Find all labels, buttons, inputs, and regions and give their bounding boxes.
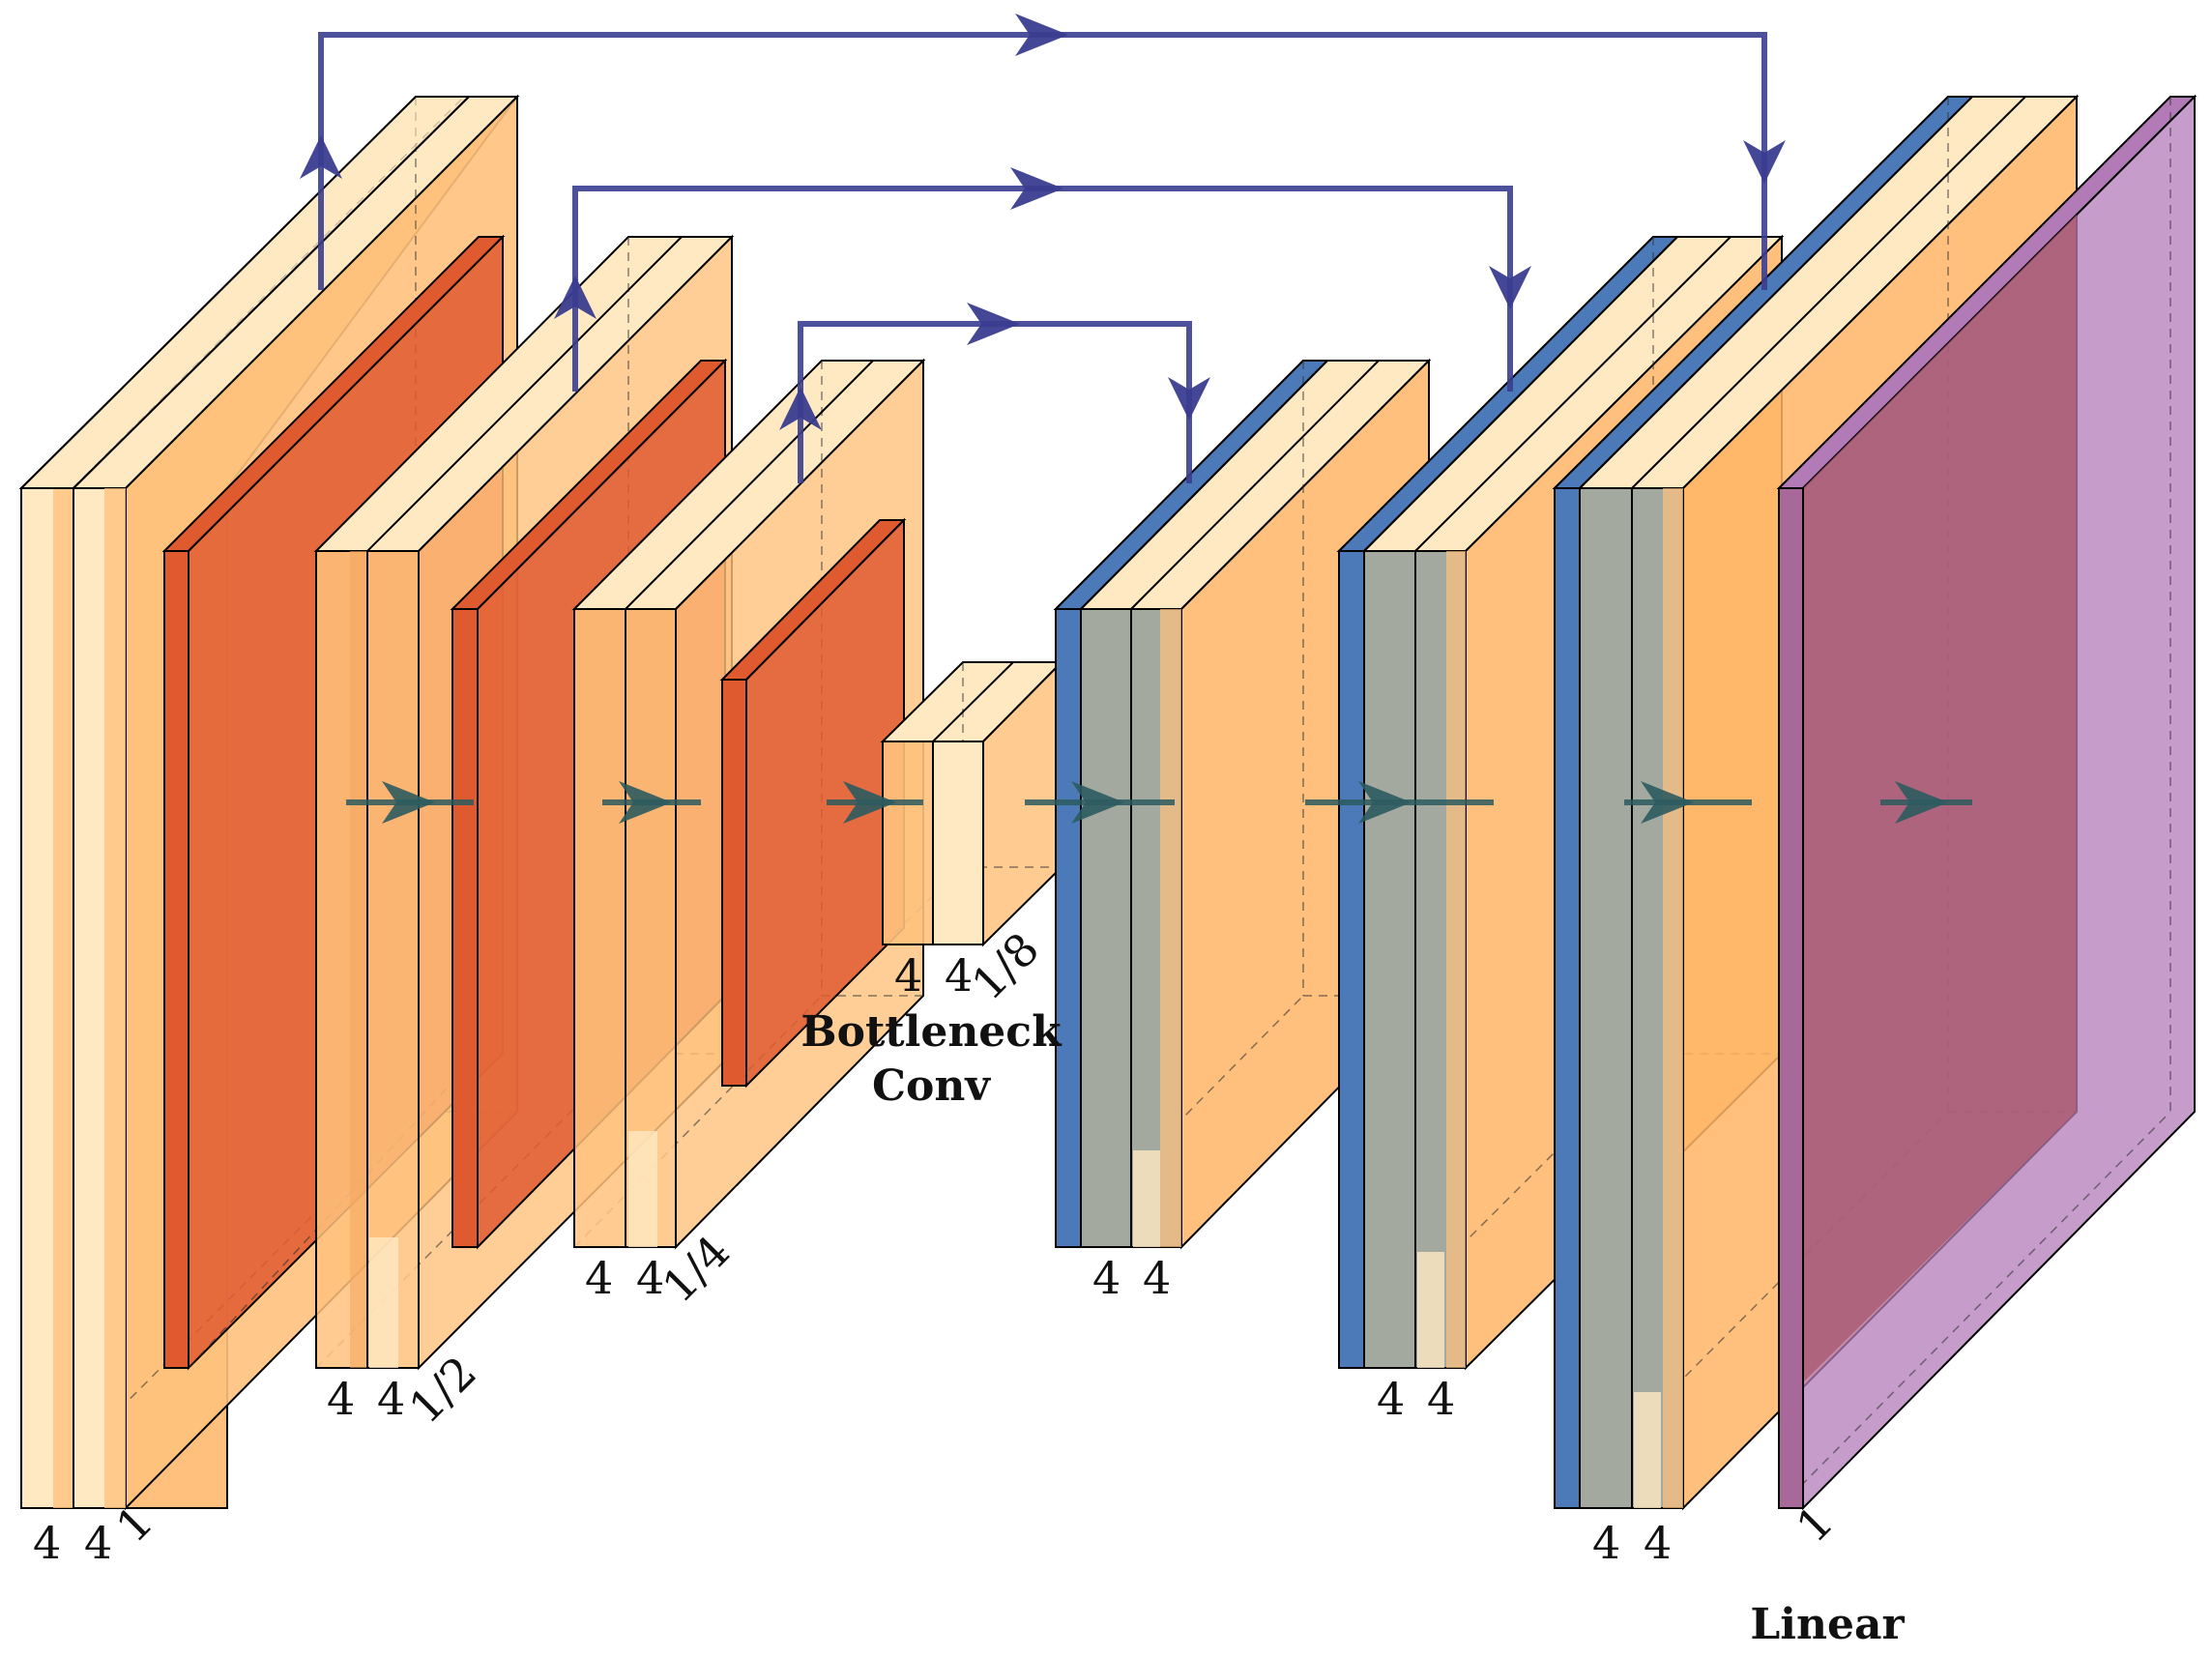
enc3-label-b: 4 [636,1252,664,1304]
dec1-label-a: 4 [1092,1252,1121,1304]
dec3-label-a: 4 [1592,1517,1620,1569]
bottleneck-caption-line1: Bottleneck [800,1007,1062,1057]
skip-connection-1 [300,14,1786,290]
flow-arrows [346,781,1972,824]
bottleneck-caption-line2: Conv [872,1061,991,1111]
bottleneck-label-b: 4 [945,949,973,1002]
bottleneck-label-a: 4 [894,949,922,1002]
dec2-label-a: 4 [1377,1373,1405,1425]
output-block [1776,94,2197,1511]
skip-connection-3 [779,303,1210,483]
linear-caption: Linear [1750,1600,1905,1649]
bottleneck-block [880,659,1064,947]
skip-connection-2 [554,167,1531,392]
pool-3 [719,517,907,1089]
dec1-label-b: 4 [1143,1252,1171,1304]
enc2-label-a: 4 [327,1373,355,1425]
enc3-label-a: 4 [585,1252,613,1304]
enc1-label-a: 4 [33,1517,61,1569]
enc2-label-b: 4 [377,1373,405,1425]
dec3-label-b: 4 [1644,1517,1672,1569]
enc1-label-b: 4 [84,1517,112,1569]
dec2-label-b: 4 [1427,1373,1455,1425]
